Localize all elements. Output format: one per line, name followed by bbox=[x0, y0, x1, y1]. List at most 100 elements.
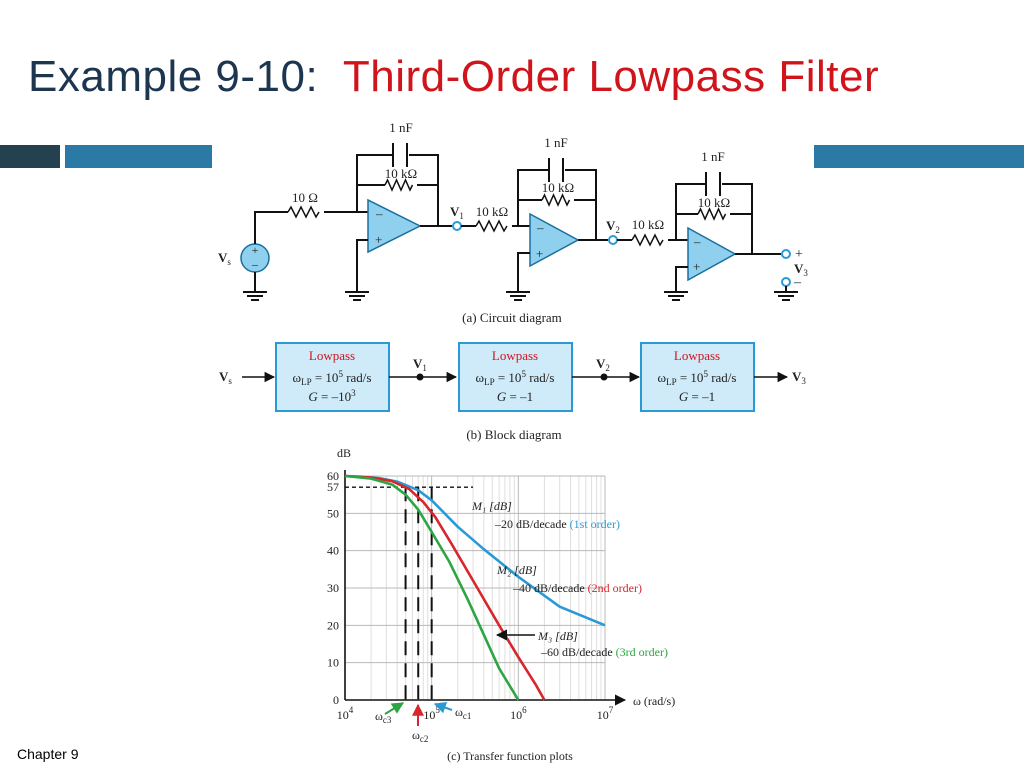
cutoff-label: ωc2 bbox=[412, 728, 428, 744]
stage1-capacitor-label: 1 nF bbox=[389, 120, 412, 135]
series-1-slope: –20 dB/decade (1st order) bbox=[494, 517, 620, 531]
y-tick-label: 40 bbox=[327, 544, 339, 558]
source-label: Vs bbox=[218, 250, 231, 267]
block-node-v1 bbox=[416, 373, 424, 381]
series-1-name: M₁ [dB] bbox=[471, 499, 512, 513]
stage1-feedback-resistor bbox=[384, 178, 414, 192]
stage3-minus: – bbox=[693, 234, 701, 249]
block-1-frequency: ωLP = 105 rad/s bbox=[293, 369, 372, 387]
block-2-gain: G = –1 bbox=[497, 389, 533, 404]
series-annotations: M₁ [dB] –20 dB/decade (1st order) M₂ [dB] –… bbox=[471, 499, 668, 659]
output-plus-sign: + bbox=[795, 247, 803, 262]
op-amp-stage-2: – + 1 nF 10 kΩ bbox=[506, 135, 608, 301]
output-terminal-minus bbox=[781, 277, 791, 287]
stage3-capacitor-label: 1 nF bbox=[701, 149, 724, 164]
series-2-name: M₂ [dB] bbox=[496, 563, 537, 577]
input-resistor-label: 10 Ω bbox=[292, 190, 318, 205]
block-diagram: Vs Lowpass ωLP = 105 rad/s G = –103 V1 L… bbox=[219, 342, 806, 442]
op-amp-stage-1: – + 1 nF 10 kΩ bbox=[345, 120, 452, 301]
block-output-label: V3 bbox=[792, 369, 806, 386]
op-amp-stage-3: – + 1 nF 10 kΩ bbox=[664, 149, 781, 301]
block-2-title: Lowpass bbox=[492, 348, 538, 363]
node-v1-label: V1 bbox=[450, 204, 464, 221]
plot-axes bbox=[344, 470, 627, 706]
block-diagram-caption: (b) Block diagram bbox=[466, 427, 561, 442]
y-tick-label: 50 bbox=[327, 506, 339, 520]
x-axis-label: ω (rad/s) bbox=[633, 694, 675, 708]
cutoff-markers: ωc3 ωc2 ωc1 bbox=[375, 487, 471, 744]
block-2: Lowpass ωLP = 105 rad/s G = –1 bbox=[458, 342, 573, 412]
cutoff-label: ωc1 bbox=[455, 705, 471, 721]
cutoff-arrow bbox=[384, 702, 405, 715]
output-minus-sign: – bbox=[793, 275, 802, 290]
source-plus-sign: + bbox=[252, 243, 259, 257]
block-3-title: Lowpass bbox=[674, 348, 720, 363]
x-tick-label: 104 bbox=[337, 705, 354, 722]
series-2-slope: –40 dB/decade (2nd order) bbox=[512, 581, 642, 595]
ground-symbol bbox=[243, 272, 267, 301]
block-3: Lowpass ωLP = 105 rad/s G = –1 bbox=[640, 342, 755, 412]
block-1: Lowpass ωLP = 105 rad/s G = –103 bbox=[275, 342, 390, 412]
block-input-label: Vs bbox=[219, 369, 232, 386]
stage3-feedback-label: 10 kΩ bbox=[698, 195, 730, 210]
stage1-capacitor bbox=[392, 143, 408, 167]
block-node-v1-label: V1 bbox=[413, 356, 427, 373]
header-bar-dark bbox=[0, 145, 60, 168]
block-node-v2 bbox=[600, 373, 608, 381]
stage3-input-resistor bbox=[631, 233, 664, 247]
y-tick-label: 10 bbox=[327, 656, 339, 670]
stage3-capacitor bbox=[705, 172, 721, 196]
circuit-caption: (a) Circuit diagram bbox=[462, 310, 562, 325]
stage2-minus: – bbox=[536, 220, 544, 235]
block-1-gain: G = –103 bbox=[308, 388, 356, 404]
stage2-capacitor-label: 1 nF bbox=[544, 135, 567, 150]
series-3-name: M₃ [dB] bbox=[537, 629, 578, 643]
stage2-capacitor bbox=[548, 158, 564, 182]
x-tick-label: 106 bbox=[510, 705, 527, 722]
output-terminal-plus bbox=[781, 249, 791, 259]
series-line-2 bbox=[344, 474, 546, 701]
y-tick-label: 20 bbox=[327, 618, 339, 632]
block-1-title: Lowpass bbox=[309, 348, 355, 363]
voltage-source: + – Vs bbox=[218, 243, 270, 273]
stage1-plus: + bbox=[375, 232, 382, 247]
node-v2-label: V2 bbox=[606, 218, 620, 235]
stage3-plus: + bbox=[693, 259, 700, 274]
y-tick-label: 30 bbox=[327, 581, 339, 595]
cutoff-label: ωc3 bbox=[375, 709, 392, 725]
input-resistor bbox=[287, 205, 320, 219]
x-tick-label: 107 bbox=[597, 705, 614, 722]
title-topic: Third-Order Lowpass Filter bbox=[342, 52, 880, 101]
stage2-input-resistor bbox=[475, 219, 508, 233]
series-line-3 bbox=[344, 474, 520, 701]
y-axis-label: dB bbox=[337, 446, 351, 460]
header-bar-blue-right bbox=[814, 145, 1024, 168]
plot-caption: (c) Transfer function plots bbox=[447, 749, 573, 763]
stage2-feedback-label: 10 kΩ bbox=[542, 180, 574, 195]
x-tick-label: 105 bbox=[423, 705, 440, 722]
block-3-gain: G = –1 bbox=[679, 389, 715, 404]
stage2-input-resistor-label: 10 kΩ bbox=[476, 204, 508, 219]
stage2-feedback-resistor bbox=[541, 193, 571, 207]
block-2-frequency: ωLP = 105 rad/s bbox=[476, 369, 555, 387]
stage3-input-resistor-label: 10 kΩ bbox=[632, 217, 664, 232]
series-3-slope: –60 dB/decade (3rd order) bbox=[540, 645, 668, 659]
node-v1 bbox=[452, 221, 462, 231]
y-tick-label: 60 bbox=[327, 469, 339, 483]
slide-title: Example 9-10: Third-Order Lowpass Filter bbox=[28, 52, 879, 102]
source-minus-sign: – bbox=[251, 257, 259, 271]
block-3-frequency: ωLP = 105 rad/s bbox=[658, 369, 737, 387]
y-tick-label: 57 bbox=[327, 480, 339, 494]
block-node-v2-label: V2 bbox=[596, 356, 610, 373]
stage2-plus: + bbox=[536, 246, 543, 261]
node-v2 bbox=[608, 235, 618, 245]
header-bar-blue-left bbox=[65, 145, 212, 168]
output-label: V3 bbox=[794, 261, 808, 278]
footer-chapter: Chapter 9 bbox=[17, 746, 79, 762]
stage1-feedback-label: 10 kΩ bbox=[385, 166, 417, 181]
cutoff-arrow bbox=[433, 701, 453, 714]
stage3-feedback-resistor bbox=[697, 207, 727, 221]
